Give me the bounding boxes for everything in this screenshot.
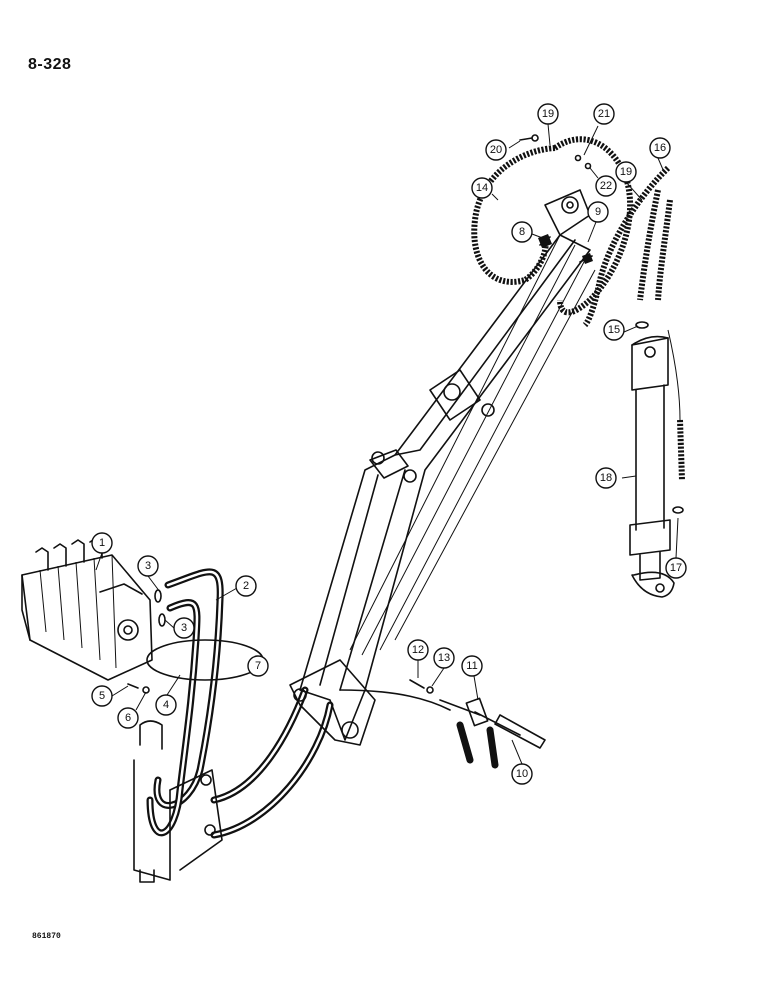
hydraulic-cylinder [629,335,675,598]
svg-text:21: 21 [598,108,610,120]
callout-3-upper: 3 [137,555,159,577]
callout-14: 14 [471,177,493,199]
callout-22: 22 [595,175,617,197]
hoses [146,568,499,839]
svg-text:2: 2 [243,580,249,592]
callout-17: 17 [665,557,687,579]
callout-19-upper: 19 [537,103,559,125]
callout-19-lower: 19 [615,161,637,183]
boom [289,189,596,746]
callout-21: 21 [593,103,615,125]
wrapped-hoses [471,136,685,481]
callout-15: 15 [603,319,625,341]
figure-code: 861870 [32,932,61,941]
callout-11: 11 [461,655,483,677]
o-ring-loop [146,639,264,681]
callout-4: 4 [155,694,177,716]
svg-text:16: 16 [654,142,666,154]
svg-text:3: 3 [145,560,151,572]
svg-text:22: 22 [600,180,612,192]
svg-text:13: 13 [438,652,450,664]
swing-tower [133,720,223,883]
leader-lines [95,123,679,765]
callout-12: 12 [407,639,429,661]
svg-text:12: 12 [412,644,424,656]
callout-7: 7 [247,655,269,677]
callout-8: 8 [511,221,533,243]
callout-9: 9 [587,201,609,223]
svg-text:17: 17 [670,562,682,574]
svg-text:3: 3 [181,622,187,634]
callout-20: 20 [485,139,507,161]
svg-text:1: 1 [99,537,105,549]
svg-text:15: 15 [608,324,620,336]
callout-3-lower: 3 [173,617,195,639]
svg-text:6: 6 [125,712,131,724]
callout-5: 5 [91,685,113,707]
svg-text:4: 4 [163,699,169,711]
svg-text:9: 9 [595,206,601,218]
svg-text:8: 8 [519,226,525,238]
callout-10: 10 [511,763,533,785]
callout-18: 18 [595,467,617,489]
svg-text:18: 18 [600,472,612,484]
svg-text:14: 14 [476,182,488,194]
svg-text:19: 19 [542,108,554,120]
hardware [127,134,684,694]
callout-6: 6 [117,707,139,729]
callout-1: 1 [91,532,113,554]
svg-text:7: 7 [255,660,261,672]
page-number: 8-328 [28,56,72,73]
control-valve [21,537,153,681]
callout-2: 2 [235,575,257,597]
end-fittings [439,697,546,749]
callout-16: 16 [649,137,671,159]
svg-text:10: 10 [516,768,528,780]
svg-text:5: 5 [99,690,105,702]
svg-text:20: 20 [490,144,502,156]
callout-13: 13 [433,647,455,669]
svg-text:19: 19 [620,166,632,178]
svg-text:11: 11 [466,660,477,672]
